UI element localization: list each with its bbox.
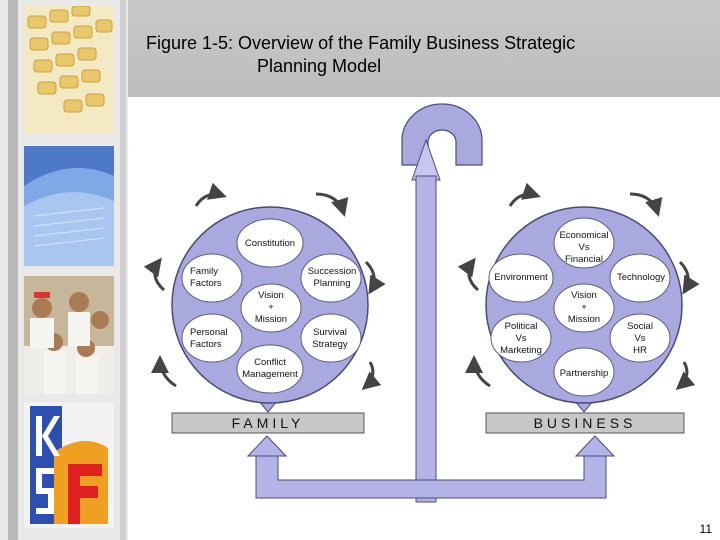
people-photo	[24, 276, 114, 394]
family-arrow-5	[143, 257, 166, 292]
business-arrow-4	[675, 361, 696, 390]
family-node-conflict	[236, 344, 304, 394]
side-stripe	[8, 0, 18, 540]
scale-post	[415, 175, 437, 503]
family-label-family-factors: Family Factors	[190, 266, 222, 289]
figure-title: Figure 1-5: Overview of the Family Busin…	[146, 32, 575, 78]
business-arrow-2	[629, 192, 663, 217]
company-logo	[24, 402, 114, 528]
figure-title-line2: Planning Model	[257, 56, 382, 76]
business-label-social-hr: Social Vs HR	[627, 321, 653, 356]
family-label-personal-factors: Personal Factors	[190, 327, 228, 350]
family-base-box	[171, 412, 365, 434]
family-node-family-factors	[181, 253, 243, 303]
business-label-technology: Technology	[616, 272, 666, 283]
figure-label: Figure 1-5	[146, 33, 229, 53]
business-base-label: BUSINESS	[533, 415, 637, 431]
business-arrow-1	[508, 182, 541, 207]
business-up-arrow	[574, 435, 616, 457]
business-label-vision-mission: Vision + Mission	[567, 290, 601, 325]
family-label-succession-planning: Succession Planning	[307, 266, 357, 289]
family-node-constitution	[236, 218, 304, 268]
business-node-technology	[609, 253, 671, 303]
business-label-economical-financial: Economical Vs Financial	[559, 230, 609, 265]
business-label-political-marketing: Political Vs Marketing	[500, 321, 542, 356]
business-node-partnership	[553, 347, 615, 397]
document-image	[24, 146, 114, 266]
business-node-economical	[553, 217, 615, 269]
family-label-constitution: Constitution	[244, 238, 296, 249]
business-arrow-3	[678, 260, 700, 295]
family-node-personal	[181, 313, 243, 363]
business-arrow-5	[457, 257, 480, 292]
family-arrow-4	[361, 361, 382, 390]
family-up-arrow	[246, 435, 288, 457]
business-arrow-6	[465, 355, 491, 388]
family-label-survival-strategy: Survival Strategy	[312, 327, 348, 350]
family-arrow-2	[315, 192, 349, 217]
family-node-vision	[240, 283, 302, 333]
page-number: 11	[699, 522, 712, 536]
family-label-vision-mission: Vision + Mission	[254, 290, 288, 325]
scale-hook	[401, 103, 483, 166]
business-node-political	[490, 313, 552, 363]
family-node-succession	[300, 253, 362, 303]
family-node-survival	[300, 313, 362, 363]
business-base-box	[485, 412, 685, 434]
family-arrow-3	[364, 260, 386, 295]
family-base-label: FAMILY	[231, 415, 305, 431]
business-node-environment	[488, 253, 554, 303]
family-arrow-6	[151, 355, 177, 388]
family-arrow-1	[194, 182, 227, 207]
business-node-vision	[553, 283, 615, 333]
side-stripe-divider	[120, 0, 126, 540]
business-node-social	[609, 313, 671, 363]
business-label-partnership: Partnership	[559, 368, 609, 379]
family-label-conflict-management: Conflict Management	[242, 357, 298, 380]
business-label-environment: Environment	[494, 272, 548, 283]
calculator-image	[24, 6, 114, 134]
figure-title-text: : Overview of the Family Business Strate…	[228, 33, 576, 53]
